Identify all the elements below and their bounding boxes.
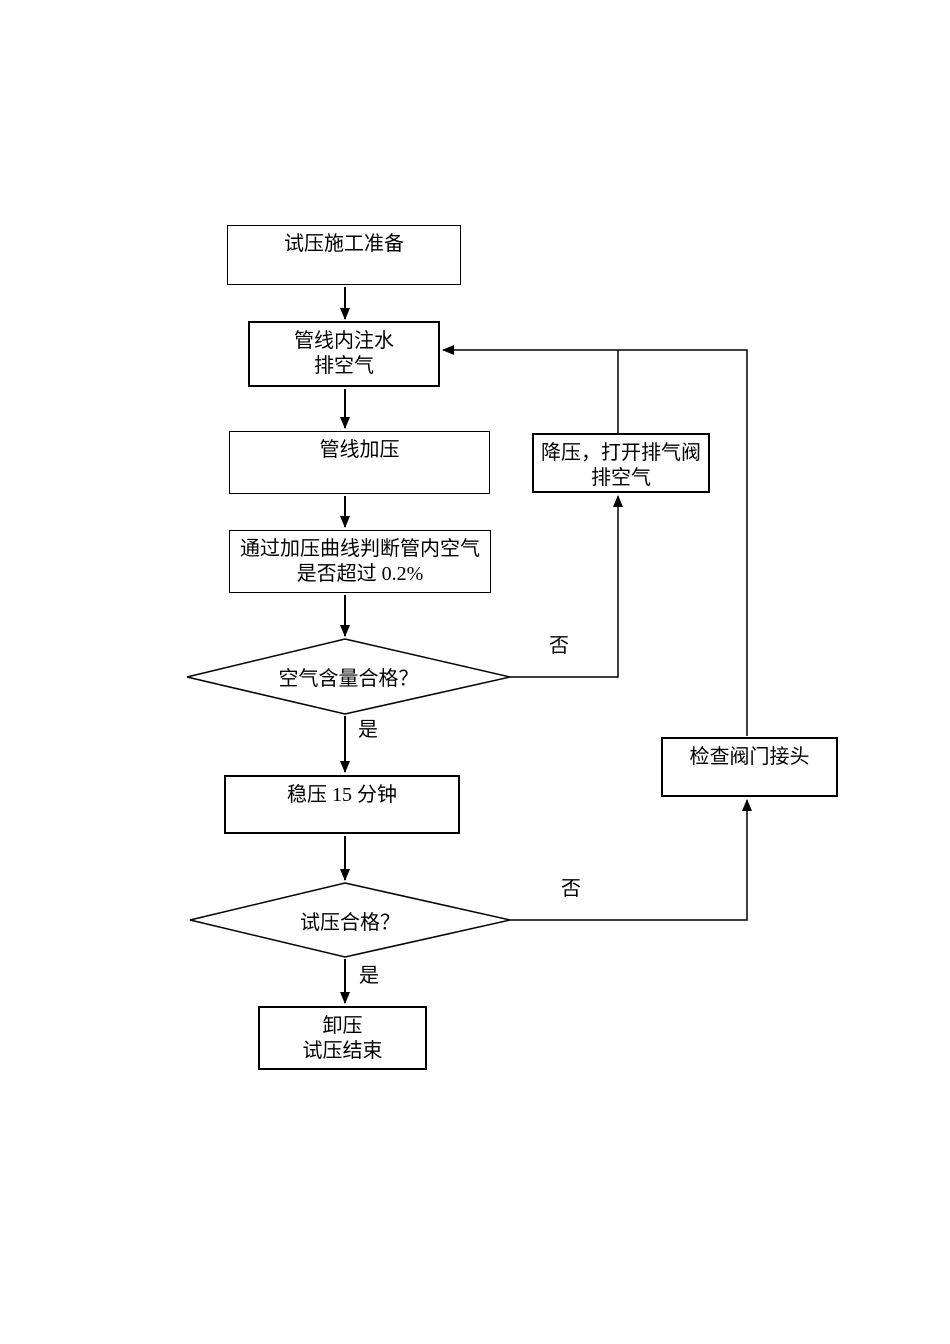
edge-label-test-yes: 是 <box>359 965 379 987</box>
flow-node-vent: 降压，打开排气阀 排空气 <box>532 433 710 493</box>
diamond-test-ok <box>189 882 511 958</box>
flow-node-prepare: 试压施工准备 <box>227 225 461 285</box>
flow-node-finish: 卸压 试压结束 <box>258 1006 427 1070</box>
flow-node-pressurize: 管线加压 <box>229 431 490 494</box>
flow-node-check-valve: 检查阀门接头 <box>661 737 838 797</box>
flow-decision-air-ok: 空气含量合格？ <box>278 668 419 690</box>
edge-label-test-no: 否 <box>561 878 581 900</box>
flow-decision-test-ok: 试压合格？ <box>300 911 400 934</box>
edge-label-air-yes: 是 <box>358 719 378 741</box>
edge-air-ok-no-to-vent <box>510 495 623 678</box>
flow-node-judge-air: 通过加压曲线判断管内空气 是否超过 0.2% <box>229 530 491 593</box>
edge-check-valve-return-to-fill <box>442 345 748 736</box>
edge-test-ok-no-to-check-valve <box>510 799 752 921</box>
diamond-air-ok <box>186 638 511 715</box>
edge-label-air-no: 否 <box>549 635 569 657</box>
flow-node-fill-water: 管线内注水 排空气 <box>248 321 440 387</box>
flow-node-hold-pressure: 稳压 15 分钟 <box>224 775 460 834</box>
